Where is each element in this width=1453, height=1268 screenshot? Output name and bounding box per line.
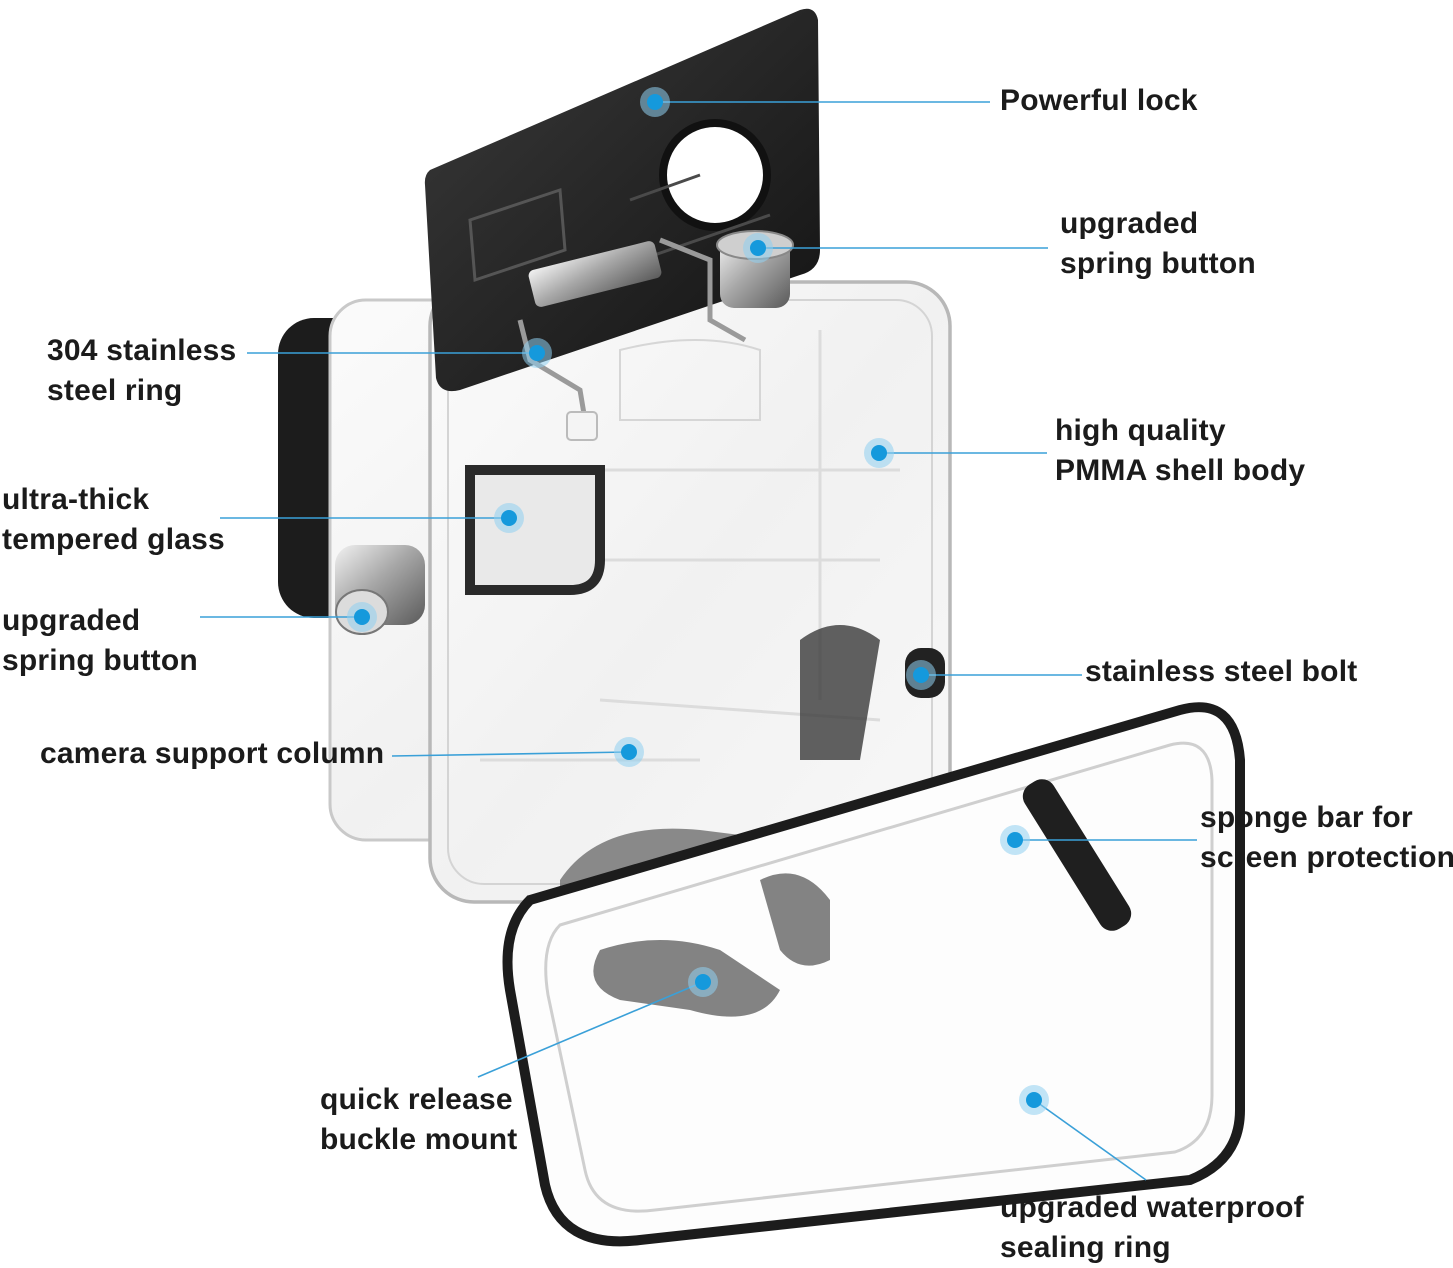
sponge-bar-part <box>1022 779 1132 931</box>
label-line: spring button <box>2 644 198 677</box>
label-steel-ring: 304 stainless steel ring <box>47 331 236 411</box>
label-line: sponge bar for <box>1200 801 1413 834</box>
label-line: high quality <box>1055 414 1226 447</box>
marker-dot <box>614 737 644 767</box>
label-line: stainless steel bolt <box>1085 655 1358 688</box>
marker-dot <box>347 602 377 632</box>
label-line: Powerful lock <box>1000 84 1198 117</box>
label-line: quick release <box>320 1083 513 1116</box>
label-steel-bolt: stainless steel bolt <box>1085 652 1357 692</box>
label-spring-button-top: upgraded spring button <box>1060 204 1256 284</box>
tempered-glass-window <box>465 465 605 595</box>
label-line: PMMA shell body <box>1055 454 1306 487</box>
leader-support-column <box>391 751 630 757</box>
camera-housing-illustration <box>278 8 1245 1247</box>
label-line: tempered glass <box>2 523 225 556</box>
label-powerful-lock: Powerful lock <box>1000 81 1198 121</box>
label-sealing-ring: upgraded waterproof sealing ring <box>1000 1188 1304 1268</box>
label-line: screen protection <box>1200 841 1453 874</box>
label-line: upgraded <box>2 604 141 637</box>
marker-dot <box>522 338 552 368</box>
leader-buckle-mount <box>477 981 704 1078</box>
marker-dot <box>1019 1085 1049 1115</box>
marker-dot <box>906 660 936 690</box>
label-spring-button-side: upgraded spring button <box>2 601 198 681</box>
marker-dot <box>688 967 718 997</box>
marker-dot <box>640 87 670 117</box>
label-line: camera support column <box>40 737 385 770</box>
label-tempered-glass: ultra-thick tempered glass <box>2 480 225 560</box>
label-line: 304 stainless <box>47 334 237 367</box>
label-line: buckle mount <box>320 1123 518 1156</box>
marker-dot <box>1000 825 1030 855</box>
leader-sealing-ring <box>1033 1099 1147 1181</box>
label-sponge-bar: sponge bar for screen protection <box>1200 798 1453 878</box>
label-line: upgraded waterproof <box>1000 1191 1304 1224</box>
marker-dot <box>743 233 773 263</box>
label-line: ultra-thick <box>2 483 150 516</box>
label-line: steel ring <box>47 374 183 407</box>
label-line: sealing ring <box>1000 1231 1171 1264</box>
label-support-column: camera support column <box>40 734 384 774</box>
steel-ring-part <box>517 237 747 441</box>
marker-dot <box>494 503 524 533</box>
label-line: spring button <box>1060 247 1256 280</box>
label-buckle-mount: quick release buckle mount <box>320 1080 517 1160</box>
marker-dot <box>864 438 894 468</box>
callout-leaders <box>200 87 1197 1181</box>
label-line: upgraded <box>1060 207 1199 240</box>
label-shell-body: high quality PMMA shell body <box>1055 411 1305 491</box>
